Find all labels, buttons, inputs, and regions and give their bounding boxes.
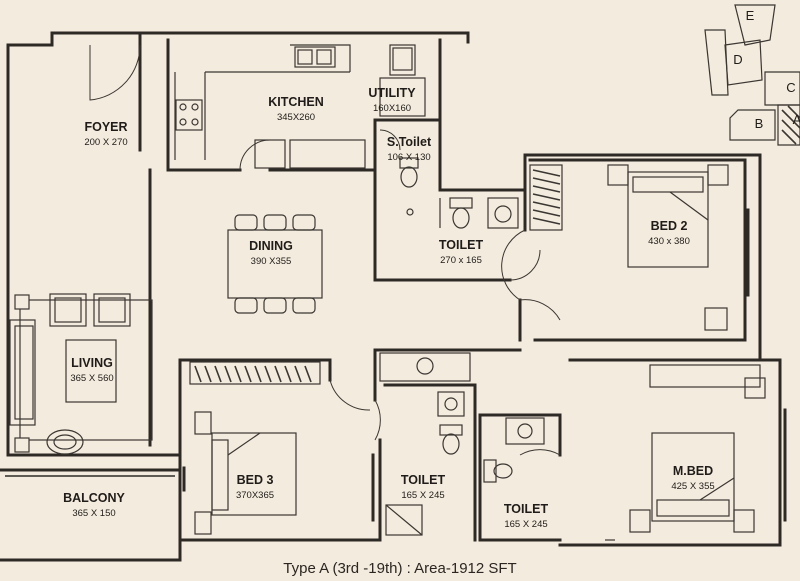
room-dim-master-bed: 425 X 355 (671, 481, 714, 492)
key-block-d: D (733, 52, 742, 67)
room-label-bed-2: BED 2 (651, 219, 688, 233)
dining-table (227, 214, 323, 314)
doors (89, 44, 561, 456)
key-block-a: A (793, 112, 800, 127)
room-dim-toilet-2: 165 X 245 (401, 490, 444, 501)
room-dim-balcony: 365 X 150 (72, 508, 115, 519)
room-label-balcony: BALCONY (63, 491, 125, 505)
room-dim-toilet-1: 270 x 165 (440, 255, 482, 266)
key-block-e: E (746, 8, 755, 23)
room-label-kitchen: KITCHEN (268, 95, 324, 109)
room-dim-s-toilet: 106 X 130 (387, 152, 430, 163)
room-label-utility: UTILITY (368, 86, 416, 100)
s-toilet-fixtures (399, 157, 419, 188)
living-furniture (9, 293, 153, 455)
room-label-toilet-2: TOILET (401, 473, 446, 487)
plan-caption: Type A (3rd -19th) : Area-1912 SFT (283, 560, 517, 577)
room-dim-dining: 390 X355 (251, 256, 292, 267)
wardrobe-bed-2 (532, 169, 561, 225)
master-bed-furniture (629, 364, 787, 533)
room-dim-foyer: 200 X 270 (84, 137, 127, 148)
key-plan (704, 4, 800, 146)
walls (0, 31, 782, 562)
toilet-1-fixtures (406, 197, 519, 229)
wardrobe-bed-3 (194, 365, 312, 383)
room-label-foyer: FOYER (84, 120, 127, 134)
room-dim-toilet-3: 165 X 245 (504, 519, 547, 530)
bed-2-furniture (529, 164, 750, 331)
bed-3-furniture (182, 361, 375, 535)
room-label-toilet-1: TOILET (439, 238, 484, 252)
room-label-master-bed: M.BED (673, 464, 713, 478)
room-label-dining: DINING (249, 239, 293, 253)
kitchen-counters (174, 44, 426, 169)
room-dim-utility: 160X160 (373, 103, 411, 114)
room-label-bed-3: BED 3 (237, 473, 274, 487)
room-label-s-toilet: S.Toilet (387, 135, 432, 149)
room-dim-kitchen: 345X260 (277, 112, 315, 123)
room-dim-living: 365 X 560 (70, 373, 113, 384)
toilet-2-fixtures (379, 352, 471, 536)
toilet-3-fixtures (483, 417, 615, 541)
room-label-toilet-3: TOILET (504, 502, 549, 516)
room-label-living: LIVING (71, 356, 113, 370)
key-block-c: C (786, 80, 795, 95)
key-block-b: B (755, 116, 764, 131)
room-dim-bed-3: 370X365 (236, 490, 274, 501)
room-dim-bed-2: 430 x 380 (648, 236, 690, 247)
